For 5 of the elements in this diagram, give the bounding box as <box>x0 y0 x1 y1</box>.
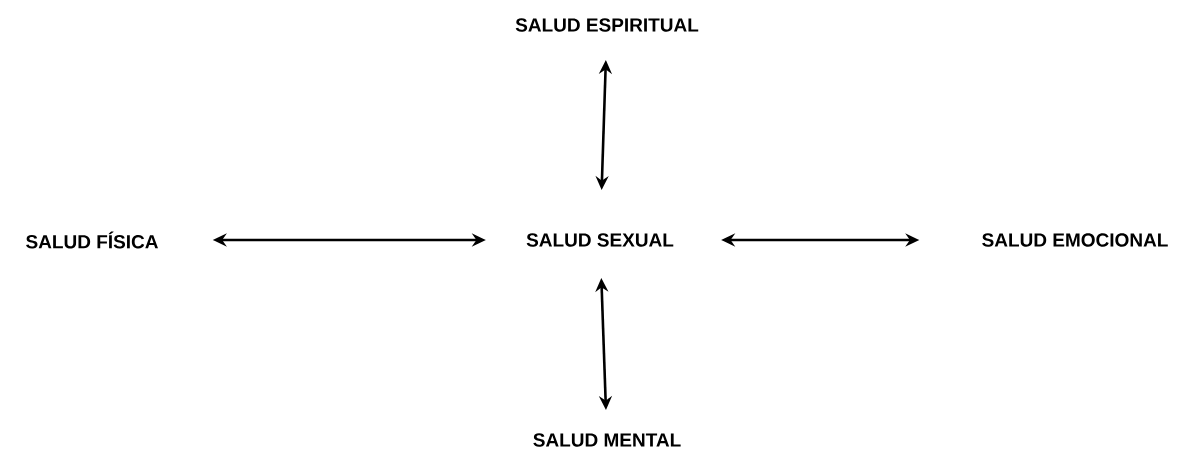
label-text: SALUD ESPIRITUAL <box>515 18 699 32</box>
label-text: SALUD MENTAL <box>533 433 681 447</box>
label-text: SALUD EMOCIONAL <box>982 233 1168 247</box>
label-text: SALUD SEXUAL <box>526 233 674 247</box>
label-text: SALUD FÍSICA <box>26 231 158 249</box>
